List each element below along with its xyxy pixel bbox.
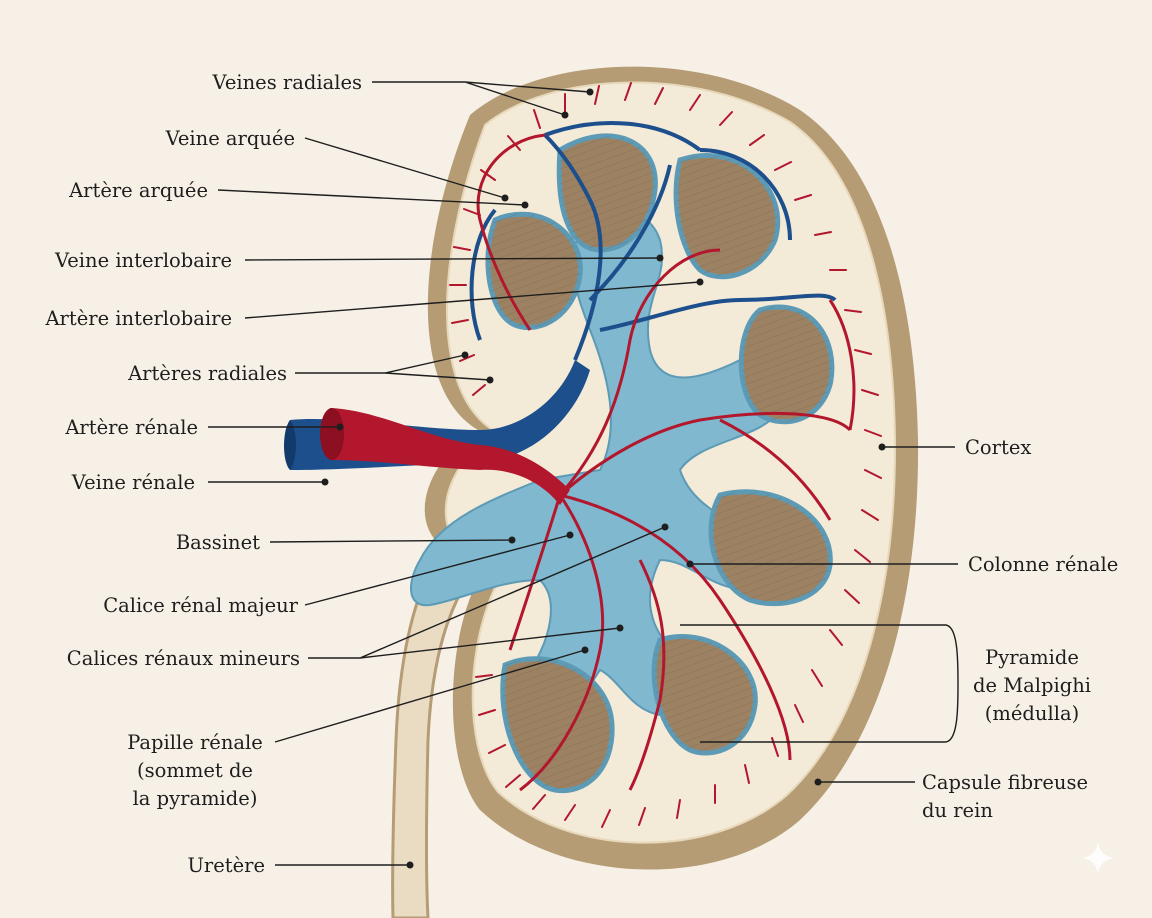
label-capsule-line2: du rein	[922, 799, 993, 822]
label-bassinet: Bassinet	[176, 531, 260, 554]
renal-artery-end	[320, 408, 344, 460]
label-artere-arquee: Artère arquée	[68, 179, 208, 202]
label-veine-arquee: Veine arquée	[165, 127, 295, 150]
label-pyramide-line1: Pyramide	[985, 646, 1079, 669]
sparkle-icon	[1082, 842, 1114, 874]
label-papille-line1: Papille rénale	[127, 731, 263, 754]
label-veines-radiales: Veines radiales	[212, 71, 362, 94]
label-calice-majeur: Calice rénal majeur	[103, 594, 298, 617]
label-colonne: Colonne rénale	[968, 553, 1118, 576]
label-veine-interlobaire: Veine interlobaire	[54, 249, 232, 272]
label-artere-interlobaire: Artère interlobaire	[44, 307, 232, 330]
label-pyramide-line3: (médulla)	[985, 702, 1079, 725]
label-papille-line2: (sommet de	[137, 759, 253, 782]
label-uretere: Uretère	[187, 854, 265, 877]
label-pyramide-line2: de Malpighi	[973, 674, 1091, 697]
label-papille-line3: la pyramide)	[133, 787, 258, 810]
label-calices-mineurs: Calices rénaux mineurs	[67, 647, 300, 670]
label-cortex: Cortex	[965, 436, 1031, 459]
label-artere-renale: Artère rénale	[64, 416, 198, 439]
label-veine-renale: Veine rénale	[71, 471, 195, 494]
label-capsule-line1: Capsule fibreuse	[922, 771, 1088, 794]
label-arteres-radiales: Artères radiales	[127, 362, 287, 385]
